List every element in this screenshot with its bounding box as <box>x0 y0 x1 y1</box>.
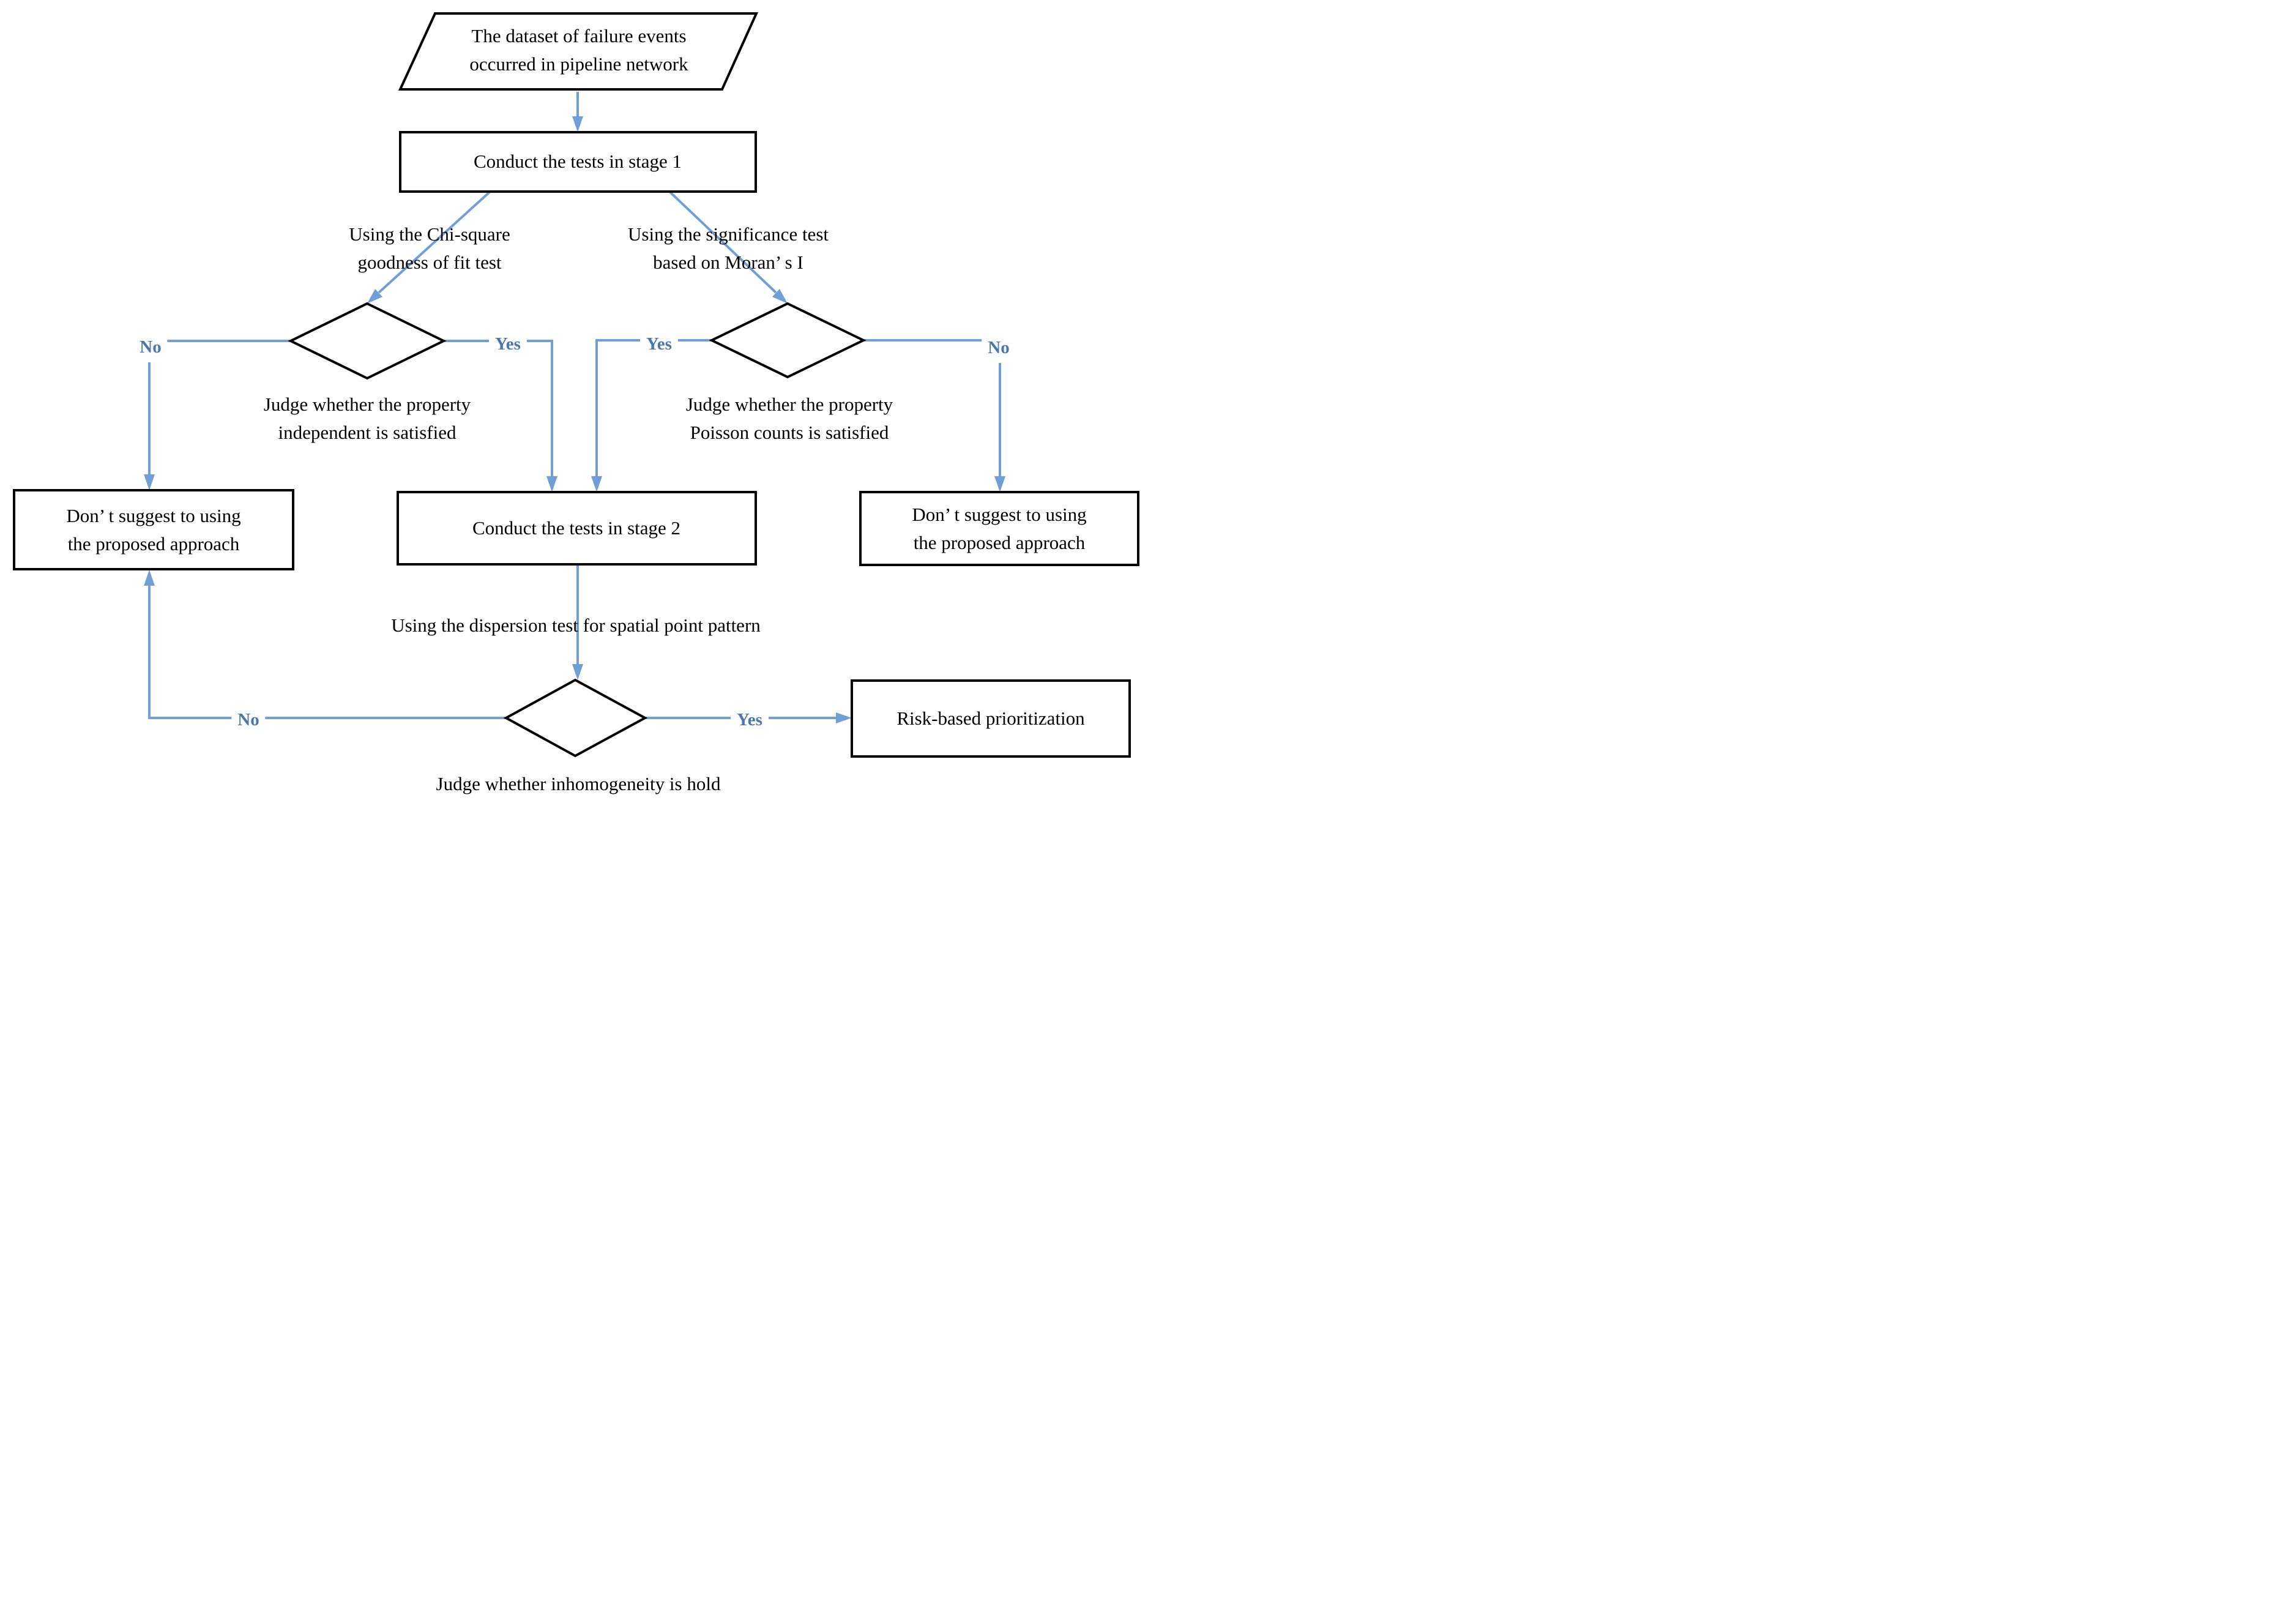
bottom-decision-diamond <box>503 678 648 758</box>
chi-square-caption-line1: Using the Chi-square <box>349 223 510 245</box>
left-no-label: No <box>133 332 168 362</box>
judge-left-caption-line1: Judge whether the property <box>263 394 471 415</box>
connector-stage1-right-diamond <box>668 190 777 294</box>
dont-suggest-right-line1: Don’ t suggest to using <box>912 504 1087 525</box>
dispersion-caption: Using the dispersion test for spatial po… <box>391 614 761 636</box>
judge-right-caption-line2: Poisson counts is satisfied <box>690 422 889 443</box>
left-decision-diamond <box>288 302 447 380</box>
bottom-no-label: No <box>231 704 266 735</box>
dataset-parallelogram <box>398 12 759 91</box>
dont-suggest-right-label: Don’ t suggest to using the proposed app… <box>912 501 1086 557</box>
stage2-label: Conduct the tests in stage 2 <box>472 517 681 539</box>
bottom-yes-label: Yes <box>731 704 769 735</box>
arrowhead-right-yes-into-stage2 <box>591 476 602 492</box>
arrowhead-into-stage1 <box>572 116 583 132</box>
arrowhead-into-bottom-diamond <box>572 664 583 680</box>
dataset-label-line2: occurred in pipeline network <box>469 53 688 75</box>
risk-box <box>851 679 1131 758</box>
dont-suggest-left-box <box>13 489 294 570</box>
connector-left-yes <box>444 340 553 476</box>
arrowhead-into-dont-right-top <box>994 476 1005 492</box>
moran-caption-line2: based on Moran’ s I <box>653 252 803 273</box>
connector-bottom-no <box>148 586 506 719</box>
connector-stage1-left-diamond <box>378 190 491 294</box>
arrowhead-into-risk-box <box>836 712 852 723</box>
judge-left-caption-line2: independent is satisfied <box>278 422 457 443</box>
dont-suggest-left-line2: the proposed approach <box>67 533 240 555</box>
judge-left-caption: Judge whether the property independent i… <box>264 390 471 447</box>
stage1-box <box>399 131 757 193</box>
dont-suggest-left-label: Don’ t suggest to using the proposed app… <box>66 502 240 558</box>
arrowhead-left-yes-into-stage2 <box>546 476 557 492</box>
chi-square-caption: Using the Chi-square goodness of fit tes… <box>349 220 510 277</box>
left-yes-label: Yes <box>489 329 527 359</box>
dont-suggest-right-line2: the proposed approach <box>913 532 1086 553</box>
arrowhead-into-left-diamond <box>367 289 382 304</box>
right-no-label: No <box>982 332 1016 363</box>
right-decision-diamond <box>709 302 867 379</box>
arrowhead-into-right-diamond <box>772 289 788 304</box>
dataset-label-line1: The dataset of failure events <box>471 25 687 47</box>
flowchart-canvas: The dataset of failure events occurred i… <box>0 0 1148 803</box>
moran-caption-line1: Using the significance test <box>628 223 829 245</box>
dont-suggest-left-line1: Don’ t suggest to using <box>66 505 241 526</box>
dataset-label: The dataset of failure events occurred i… <box>469 22 688 78</box>
flowchart-shapes-layer <box>13 12 1139 758</box>
inhomogeneity-caption: Judge whether inhomogeneity is hold <box>436 773 721 794</box>
judge-right-caption: Judge whether the property Poisson count… <box>686 390 893 447</box>
arrowhead-into-dont-left-top <box>144 474 155 490</box>
stage1-label: Conduct the tests in stage 1 <box>473 151 682 172</box>
arrowhead-into-dont-left-bottom <box>144 570 155 586</box>
risk-label: Risk-based prioritization <box>896 708 1085 729</box>
chi-square-caption-line2: goodness of fit test <box>357 252 502 273</box>
judge-right-caption-line1: Judge whether the property <box>685 394 893 415</box>
moran-caption: Using the significance test based on Mor… <box>628 220 829 277</box>
dont-suggest-right-box <box>859 491 1139 566</box>
right-yes-label: Yes <box>640 329 678 359</box>
stage2-box <box>397 491 757 566</box>
